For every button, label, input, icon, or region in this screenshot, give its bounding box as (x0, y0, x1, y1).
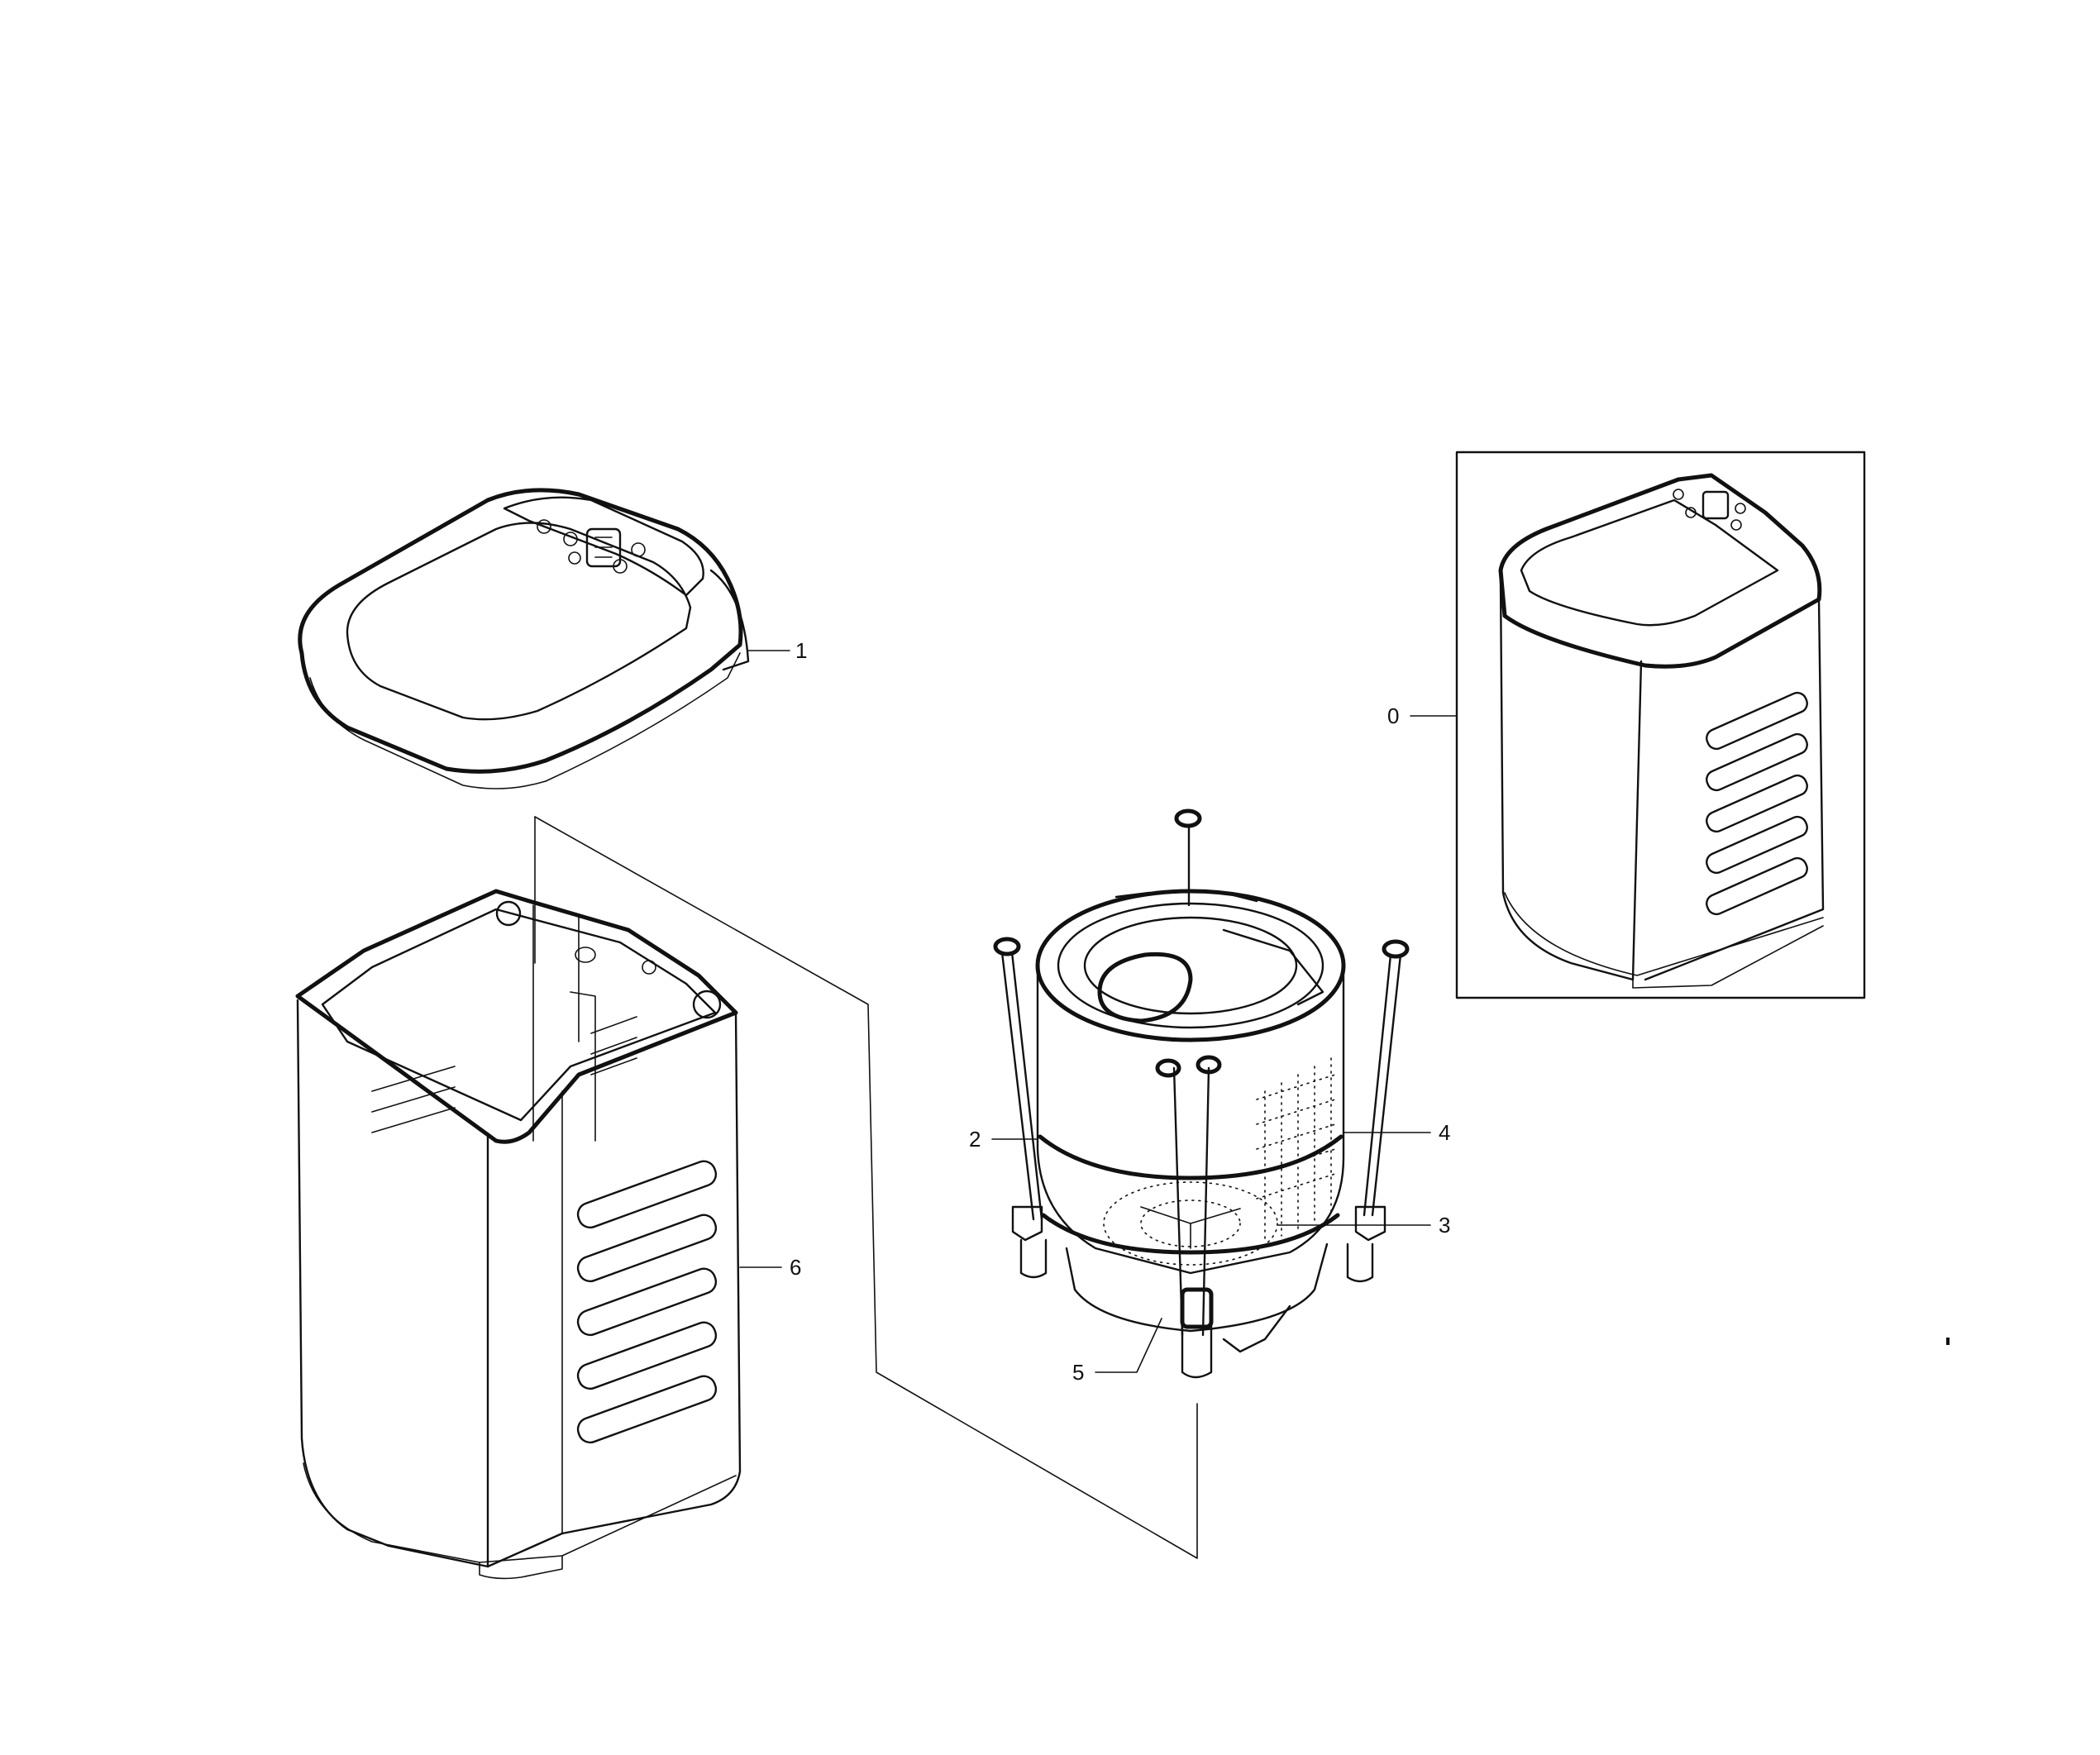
callout-1-label: 1 (795, 638, 807, 663)
tub-assembly (993, 808, 1410, 1379)
callout-0-label: 0 (1387, 703, 1399, 728)
part-0-assembled-unit (1455, 451, 1866, 999)
leader-line-5 (1095, 1318, 1162, 1373)
part-1-top-cover (298, 488, 750, 789)
assembly-guide-line (534, 816, 1198, 1559)
callout-2-label: 2 (969, 1127, 981, 1152)
part-6-cabinet (295, 889, 742, 1580)
stray-mark (1946, 1338, 1950, 1345)
callout-4-label: 4 (1439, 1120, 1450, 1145)
assembled-unit-frame (1455, 451, 1866, 999)
callout-5-label: 5 (1072, 1360, 1084, 1385)
callout-3-label: 3 (1439, 1213, 1450, 1238)
callout-6-label: 6 (790, 1255, 801, 1280)
